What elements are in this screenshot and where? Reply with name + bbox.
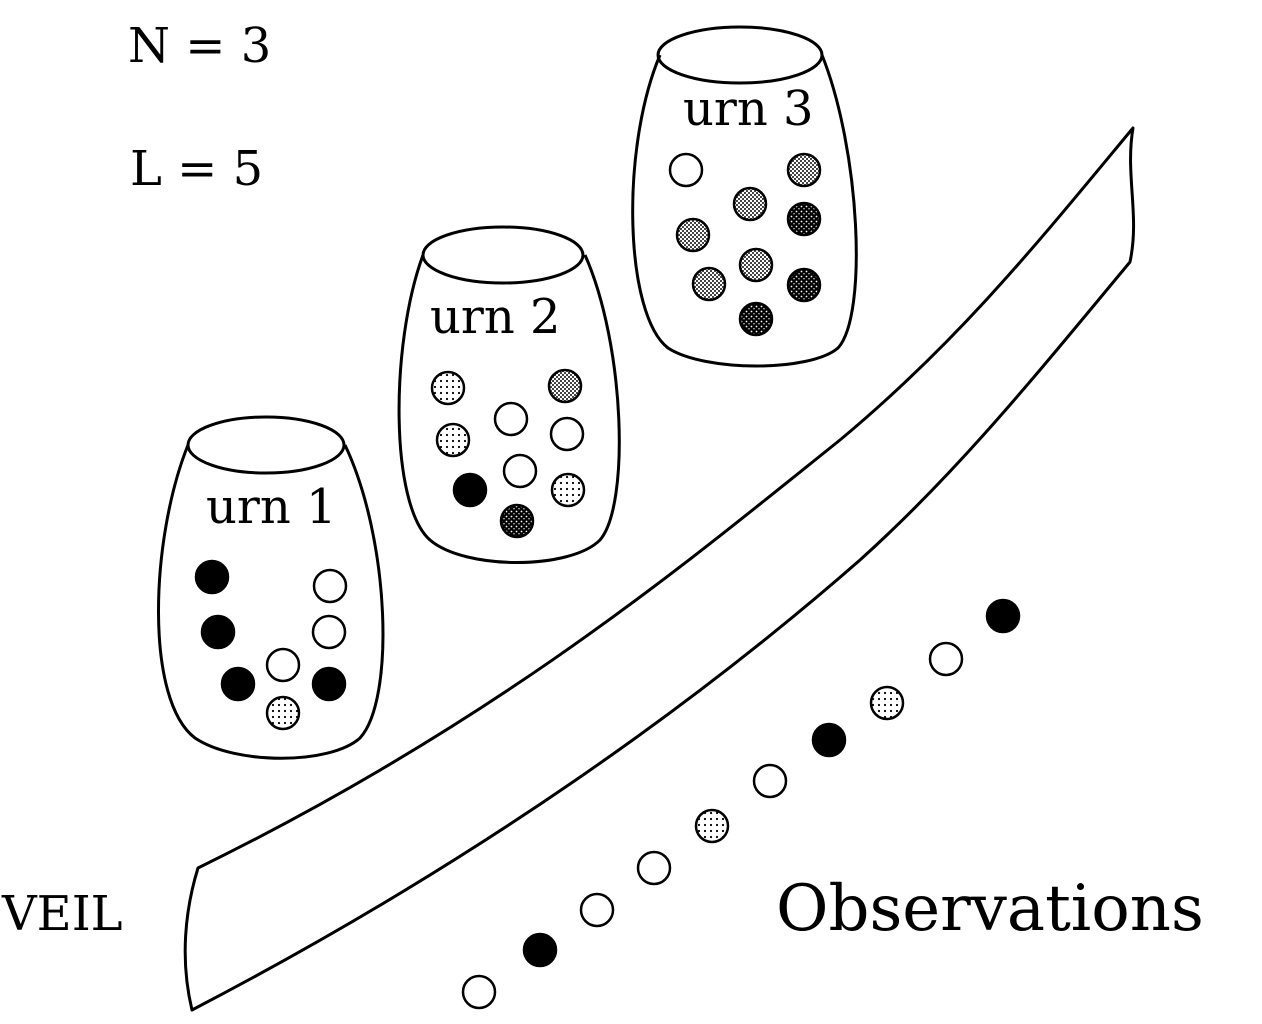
urn-1-black-ball [194, 559, 230, 595]
urn-1-black-ball [311, 666, 347, 702]
urn-3-checkered-ball [675, 217, 711, 253]
observation-sequence [461, 598, 1021, 1010]
urn-1-body [157, 444, 385, 760]
observation-white-ball [579, 892, 615, 928]
urn-2-body [397, 254, 621, 564]
param-n: N = 3 [128, 18, 271, 74]
observation-white-ball [636, 850, 672, 886]
urn-2-white-ball [493, 401, 529, 437]
urn-2-black-speckled-ball [499, 503, 535, 539]
urn-3-balls [668, 152, 822, 337]
urn-1-label: urn 1 [206, 479, 337, 535]
observation-dotted-ball [694, 808, 730, 844]
urn-3-black-speckled-ball [786, 201, 822, 237]
urn-1-white-ball [265, 647, 301, 683]
veil-label: VEIL [1, 886, 123, 942]
urn-2-black-ball [452, 472, 488, 508]
urn-3-body [631, 54, 858, 368]
urn-1-balls [194, 559, 348, 731]
urn-3-checkered-ball [738, 247, 774, 283]
urn-3-checkered-ball [691, 266, 727, 302]
urn-1-white-ball [312, 568, 348, 604]
observation-dotted-ball [869, 685, 905, 721]
urn-2-rim [421, 225, 585, 285]
observation-white-ball [928, 641, 964, 677]
urn-3-label: urn 3 [683, 81, 814, 137]
urn-1-black-ball [220, 666, 256, 702]
urn-3-checkered-ball [786, 152, 822, 188]
urn-2-white-ball [549, 416, 585, 452]
urn-3-black-speckled-ball [786, 267, 822, 303]
veil-band [183, 126, 1136, 1012]
urn-2-dotted-ball [550, 472, 586, 508]
urn-1: urn 1 [157, 415, 385, 760]
urn-1-dotted-ball [265, 695, 301, 731]
urn-3-checkered-ball [732, 186, 768, 222]
param-l: L = 5 [130, 141, 263, 197]
urn-2-balls [430, 368, 586, 539]
urn-2-dotted-ball [435, 422, 471, 458]
urn-2-dotted-ball [430, 370, 466, 406]
urn-2-white-ball [502, 453, 538, 489]
observation-black-ball [522, 932, 558, 968]
observation-black-ball [985, 598, 1021, 634]
observation-white-ball [461, 974, 497, 1010]
urn-1-black-ball [200, 614, 236, 650]
urn-3-black-speckled-ball [738, 301, 774, 337]
urn-3: urn 3 [631, 25, 858, 368]
urn-2-label: urn 2 [430, 289, 561, 345]
observation-white-ball [752, 763, 788, 799]
urn-2-checkered-ball [547, 368, 583, 404]
urn-2: urn 2 [397, 225, 621, 564]
observation-black-ball [811, 722, 847, 758]
observations-label: Observations [776, 872, 1204, 946]
urn-1-white-ball [311, 614, 347, 650]
urn-3-white-ball [668, 152, 704, 188]
urn-3-rim [656, 25, 824, 85]
urn-1-rim [186, 415, 346, 475]
